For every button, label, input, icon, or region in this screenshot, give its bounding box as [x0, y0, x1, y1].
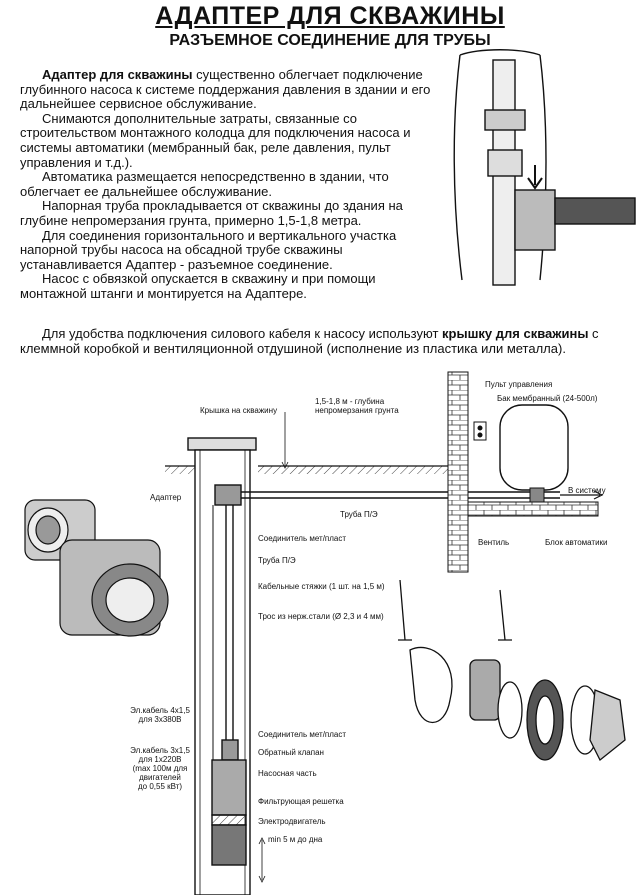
intro-paragraph-4: Напорная труба прокладывается от скважин…	[20, 198, 403, 228]
casing-adapter-illustration	[453, 49, 636, 286]
intro-paragraph-6: Насос с обвязкой опускается в скважину и…	[20, 271, 376, 301]
label-check-valve: Обратный клапан	[258, 748, 324, 757]
exploded-view	[398, 579, 626, 762]
intro-paragraph-1: Адаптер для скважины существенно облегча…	[20, 67, 440, 112]
adapter-photo	[24, 499, 169, 637]
label-connector-top: Соединитель мет/пласт	[258, 534, 347, 543]
cover-note: Для удобства подключения силового кабеля…	[20, 326, 630, 356]
label-cover: Крышка на скважину	[200, 406, 278, 415]
intro-text: Адаптер для скважины существенно облегча…	[20, 67, 440, 302]
house-wall	[447, 371, 604, 573]
label-control-panel: Пульт управления	[485, 380, 553, 389]
label-adapter: Адаптер	[150, 493, 182, 502]
intro-bold-term: Адаптер для скважины	[42, 67, 193, 82]
label-to-system: В систему	[568, 486, 606, 495]
page-subtitle: РАЗЪЕМНОЕ СОЕДИНЕНИЕ ДЛЯ ТРУБЫ	[169, 32, 491, 49]
label-cable-1ph-3: (max 100м для	[132, 764, 188, 773]
note-bold: крышку для скважины	[442, 326, 589, 341]
label-cable-1ph-1: Эл.кабель 3х1,5	[130, 746, 190, 755]
label-pump-part: Насосная часть	[258, 769, 317, 778]
label-valve: Вентиль	[478, 538, 510, 547]
note-pre: Для удобства подключения силового кабеля…	[42, 326, 443, 341]
intro-paragraph-3: Автоматика размещается непосредственно в…	[20, 169, 389, 199]
horizontal-pipe	[241, 412, 455, 499]
label-pipe-pe-top: Труба П/Э	[340, 510, 378, 519]
intro-paragraph-5: Для соединения горизонтального и вертика…	[20, 227, 397, 272]
label-tank: Бак мембранный (24-500л)	[497, 394, 598, 403]
label-cable-1ph-2: для 1х220В	[138, 755, 182, 764]
label-motor: Электродвигатель	[258, 817, 326, 826]
label-cable-1ph-4: двигателей	[139, 773, 181, 782]
well-casing	[187, 437, 266, 895]
label-connector-bottom: Соединитель мет/пласт	[258, 730, 347, 739]
intro-p1-rest: существенно облегчает подключение глубин…	[20, 67, 431, 112]
ground	[165, 465, 450, 474]
label-cable-3ph-2: для 3х380В	[138, 715, 182, 724]
label-cable-1ph-5: до 0,55 кВт)	[137, 782, 183, 791]
label-min-depth: min 5 м до дна	[268, 835, 323, 844]
label-depth-2: непромерзания грунта	[315, 406, 399, 415]
label-automation: Блок автоматики	[545, 538, 608, 547]
page-title: АДАПТЕР ДЛЯ СКВАЖИНЫ	[155, 2, 505, 30]
note-post: с клеммной коробкой и вентиляционной отд…	[20, 326, 599, 356]
label-filter: Фильтрующая решетка	[258, 797, 344, 806]
label-cable-ties: Кабельные стяжки (1 шт. на 1,5 м)	[258, 582, 385, 591]
intro-paragraph-2: Снимаются дополнительные затраты, связан…	[20, 110, 411, 170]
label-depth-1: 1,5-1,8 м - глубина	[315, 397, 385, 406]
label-cable-3ph-1: Эл.кабель 4х1,5	[130, 706, 190, 715]
label-pipe-pe: Труба П/Э	[258, 556, 296, 565]
label-rope: Трос из нерж.стали (Ø 2,3 и 4 мм)	[258, 612, 384, 621]
